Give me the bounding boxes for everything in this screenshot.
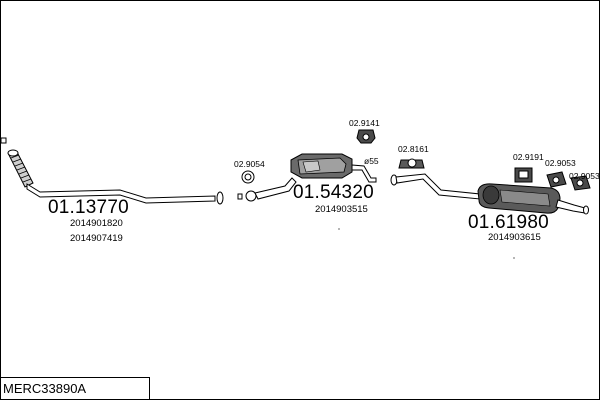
middle-outlet-pipe: [351, 164, 377, 183]
rear-tail-pipe: [555, 199, 586, 214]
hanger-02-8161: [398, 158, 425, 169]
middle-inlet-clamp: [237, 193, 243, 200]
hanger-02-9053-first: [546, 171, 567, 188]
accessory-label-02-9053-first: 02.9053: [545, 158, 576, 168]
middle-silencer: [237, 153, 377, 202]
accessory-label-02-8161: 02.8161: [398, 144, 429, 154]
hanger-02-9141: [356, 129, 376, 144]
vehicle-code-box: MERC33890A: [0, 377, 150, 400]
front-pipe-tube: [26, 183, 216, 204]
accessory-label-02-9191: 02.9191: [513, 152, 544, 162]
front-pipe-clamp: [0, 137, 7, 144]
middle-inlet-flange: [245, 190, 257, 202]
oem-number-rear: 2014903615: [488, 232, 541, 243]
part-number-front: 01.13770: [48, 197, 129, 218]
hanger-02-9053-second: [570, 175, 591, 191]
front-pipe-flange: [216, 191, 224, 205]
accessory-label-02-9141: 02.9141: [349, 118, 380, 128]
middle-inlet-pipe: [254, 177, 297, 200]
rear-tail-tip: [583, 205, 589, 215]
vehicle-code: MERC33890A: [3, 381, 87, 396]
front-pipe: [0, 137, 224, 205]
pipe-mark-value: 55: [369, 156, 379, 166]
rear-silencer: [390, 173, 589, 215]
oem-number-front-2: 2014907419: [70, 233, 123, 244]
part-number-rear: 01.61980: [468, 212, 549, 233]
part-number-middle: 01.54320: [293, 182, 374, 203]
rear-inlet-pipe: [395, 173, 481, 200]
pipe-mark-icon: ø: [364, 156, 370, 166]
flex-inlet: [7, 149, 19, 157]
accessory-label-02-9053-second: 02.9053: [569, 171, 600, 181]
hanger-02-9191: [514, 167, 533, 183]
pipe-mark: ø55: [364, 157, 379, 166]
accessory-label-02-9054: 02.9054: [234, 159, 265, 169]
oem-number-middle: 2014903515: [315, 204, 368, 215]
gasket-02-9054: [241, 170, 255, 184]
oem-number-front-1: 2014901820: [70, 218, 123, 229]
